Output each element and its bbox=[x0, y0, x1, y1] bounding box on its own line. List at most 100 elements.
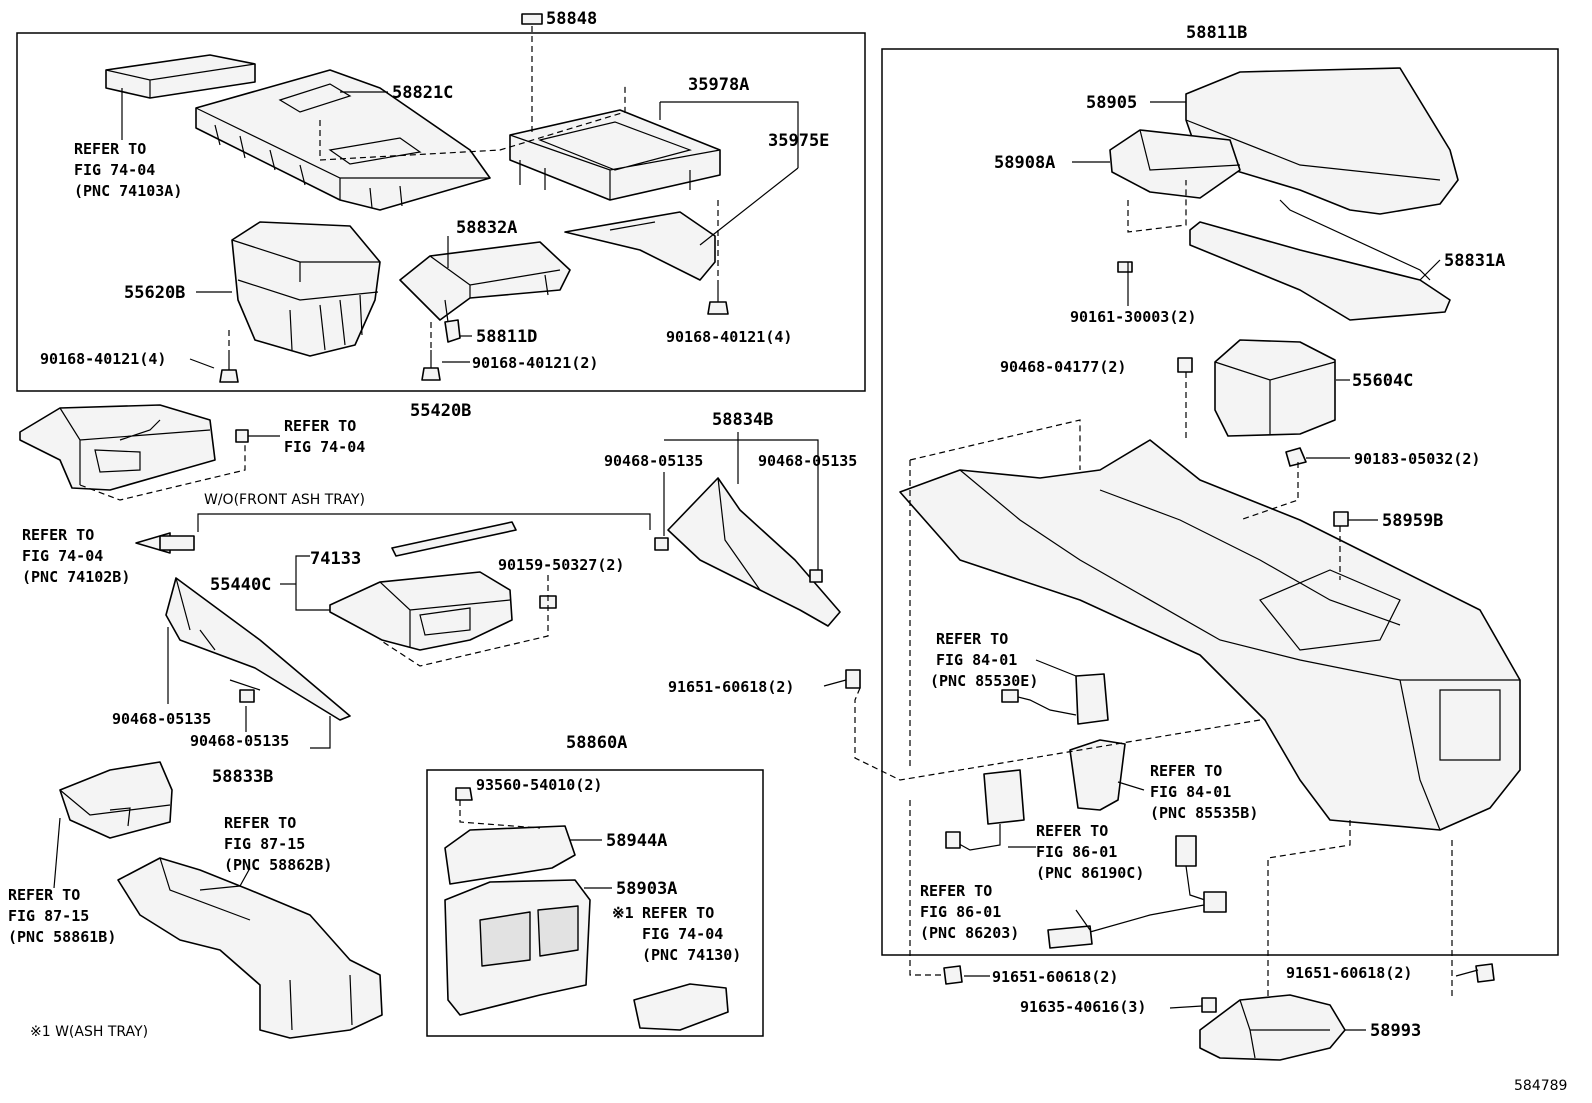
label-58811b: 58811B bbox=[1186, 23, 1247, 43]
label-90468-05135-b: 90468-05135 bbox=[758, 452, 857, 470]
svg-text:FIG 74-04: FIG 74-04 bbox=[74, 161, 155, 179]
label-90468-05135-d: 90468-05135 bbox=[190, 732, 289, 750]
label-93560-54010: 93560-54010(2) bbox=[476, 776, 602, 794]
label-58833b: 58833B bbox=[212, 767, 273, 787]
label-91651-60618-right: 91651-60618(2) bbox=[1286, 964, 1412, 982]
reference-fig-74-04-pnc-74102b: REFER TO FIG 74-04 (PNC 74102B) bbox=[22, 526, 130, 586]
part-lid-74103a bbox=[105, 54, 256, 99]
label-74133: 74133 bbox=[310, 549, 361, 569]
label-90468-05135-a: 90468-05135 bbox=[604, 452, 703, 470]
reference-fig-84-01-pnc-85530e: REFER TO FIG 84-01 (PNC 85530E) bbox=[930, 630, 1038, 690]
svg-text:REFER TO: REFER TO bbox=[74, 140, 146, 158]
part-panel-58834b bbox=[667, 477, 841, 627]
reference-fig-87-15-pnc-58861b: REFER TO FIG 87-15 (PNC 58861B) bbox=[8, 886, 116, 946]
svg-text:(PNC 58862B): (PNC 58862B) bbox=[224, 856, 332, 874]
part-vent-58903a bbox=[444, 879, 591, 1016]
upper-left-group-frame bbox=[16, 32, 866, 392]
part-bolt-b bbox=[421, 350, 441, 381]
label-58959b: 58959B bbox=[1382, 511, 1443, 531]
svg-text:FIG 87-15: FIG 87-15 bbox=[8, 907, 89, 925]
reference-fig-87-15-pnc-58862b: REFER TO FIG 87-15 (PNC 58862B) bbox=[224, 814, 332, 874]
reference-fig-84-01-pnc-85535b: REFER TO FIG 84-01 (PNC 85535B) bbox=[1150, 762, 1258, 822]
label-90183-05032: 90183-05032(2) bbox=[1354, 450, 1480, 468]
svg-text:FIG 86-01: FIG 86-01 bbox=[1036, 843, 1117, 861]
svg-text:REFER TO: REFER TO bbox=[1036, 822, 1108, 840]
part-clip-small-c bbox=[239, 689, 255, 703]
svg-text:(PNC 86190C): (PNC 86190C) bbox=[1036, 864, 1144, 882]
part-harness-86203 bbox=[1047, 835, 1227, 949]
part-switch-86190c bbox=[945, 769, 1025, 851]
label-58905: 58905 bbox=[1086, 93, 1137, 113]
label-90161-30003: 90161-30003(2) bbox=[1070, 308, 1196, 326]
reference-fig-74-04-pnc-74103a: REFER TO FIG 74-04 (PNC 74103A) bbox=[74, 140, 182, 200]
label-55620b: 55620B bbox=[124, 283, 185, 303]
label-90159-50327: 90159-50327(2) bbox=[498, 556, 624, 574]
part-rail-58831a bbox=[1189, 199, 1451, 321]
part-bolt-a bbox=[219, 350, 239, 383]
label-58834b: 58834B bbox=[712, 410, 773, 430]
svg-text:REFER TO: REFER TO bbox=[8, 886, 80, 904]
caption-note-w-ash-tray: ※1 W(ASH TRAY) bbox=[30, 1024, 148, 1040]
part-bracket-35978a bbox=[509, 109, 721, 201]
part-bracket-58993 bbox=[1199, 994, 1346, 1061]
svg-text:FIG 84-01: FIG 84-01 bbox=[936, 651, 1017, 669]
part-tray-55440c bbox=[329, 571, 513, 651]
svg-text:(PNC 85530E): (PNC 85530E) bbox=[930, 672, 1038, 690]
console-group-frame bbox=[881, 48, 1559, 956]
part-ash-tray-74130 bbox=[633, 983, 729, 1031]
part-duct-58862b bbox=[117, 857, 383, 1039]
svg-text:(PNC 74102B): (PNC 74102B) bbox=[22, 568, 130, 586]
label-91651-60618-mid: 91651-60618(2) bbox=[668, 678, 794, 696]
reference-fig-74-04-pnc-74130: ※1 REFER TO FIG 74-04 (PNC 74130) bbox=[612, 904, 741, 964]
part-nut-90183 bbox=[1285, 447, 1307, 467]
label-58944a: 58944A bbox=[606, 831, 667, 851]
reference-fig-86-01-pnc-86203: REFER TO FIG 86-01 (PNC 86203) bbox=[920, 882, 1019, 942]
label-58860a: 58860A bbox=[566, 733, 627, 753]
svg-text:REFER TO: REFER TO bbox=[284, 417, 356, 435]
part-hinge-58908a bbox=[1109, 129, 1241, 199]
label-58903a: 58903A bbox=[616, 879, 677, 899]
label-55420b: 55420B bbox=[410, 401, 471, 421]
part-clip-58811d bbox=[444, 319, 461, 343]
part-clip-small-b bbox=[809, 569, 823, 583]
label-35975e: 35975E bbox=[768, 131, 829, 151]
part-box-55620b bbox=[231, 221, 381, 357]
label-35978a: 35978A bbox=[688, 75, 749, 95]
label-90468-04177: 90468-04177(2) bbox=[1000, 358, 1126, 376]
part-bolt-91651-left bbox=[943, 965, 963, 985]
part-tray-74102b bbox=[19, 404, 216, 491]
part-socket-85530e bbox=[1001, 673, 1109, 725]
label-91651-60618-left: 91651-60618(2) bbox=[992, 968, 1118, 986]
label-55440c: 55440C bbox=[210, 575, 271, 595]
part-clip-58848 bbox=[521, 13, 543, 25]
label-58908a: 58908A bbox=[994, 153, 1055, 173]
svg-text:FIG 74-04: FIG 74-04 bbox=[642, 925, 723, 943]
label-58811d: 58811D bbox=[476, 327, 537, 347]
label-90168-40121-right: 90168-40121(4) bbox=[666, 328, 792, 346]
part-bezel-58944a bbox=[444, 825, 576, 885]
part-box-55604c bbox=[1214, 339, 1336, 437]
rear-vent-group-frame bbox=[426, 769, 764, 1037]
part-bolt-91635 bbox=[1201, 997, 1217, 1013]
part-console-body-58811b bbox=[899, 439, 1521, 831]
svg-text:REFER TO: REFER TO bbox=[642, 904, 714, 922]
part-upper-panel-58821c bbox=[195, 69, 491, 211]
label-58832a: 58832A bbox=[456, 218, 517, 238]
part-bolt-91651-mid bbox=[845, 669, 861, 689]
reference-fig-86-01-pnc-86190c: REFER TO FIG 86-01 (PNC 86190C) bbox=[1036, 822, 1144, 882]
arrow-shaft bbox=[159, 535, 195, 551]
svg-text:REFER TO: REFER TO bbox=[1150, 762, 1222, 780]
part-panel-58833b bbox=[165, 577, 351, 721]
svg-text:FIG 86-01: FIG 86-01 bbox=[920, 903, 1001, 921]
figure-code: 584789 bbox=[1514, 1078, 1567, 1094]
label-58993: 58993 bbox=[1370, 1021, 1421, 1041]
svg-text:FIG 74-04: FIG 74-04 bbox=[22, 547, 103, 565]
label-55604c: 55604C bbox=[1352, 371, 1413, 391]
label-58821c: 58821C bbox=[392, 83, 453, 103]
part-screw-90161 bbox=[1117, 261, 1133, 273]
svg-text:(PNC 74103A): (PNC 74103A) bbox=[74, 182, 182, 200]
svg-text:REFER TO: REFER TO bbox=[224, 814, 296, 832]
svg-text:FIG 87-15: FIG 87-15 bbox=[224, 835, 305, 853]
part-clip-90468-04177 bbox=[1177, 357, 1193, 373]
